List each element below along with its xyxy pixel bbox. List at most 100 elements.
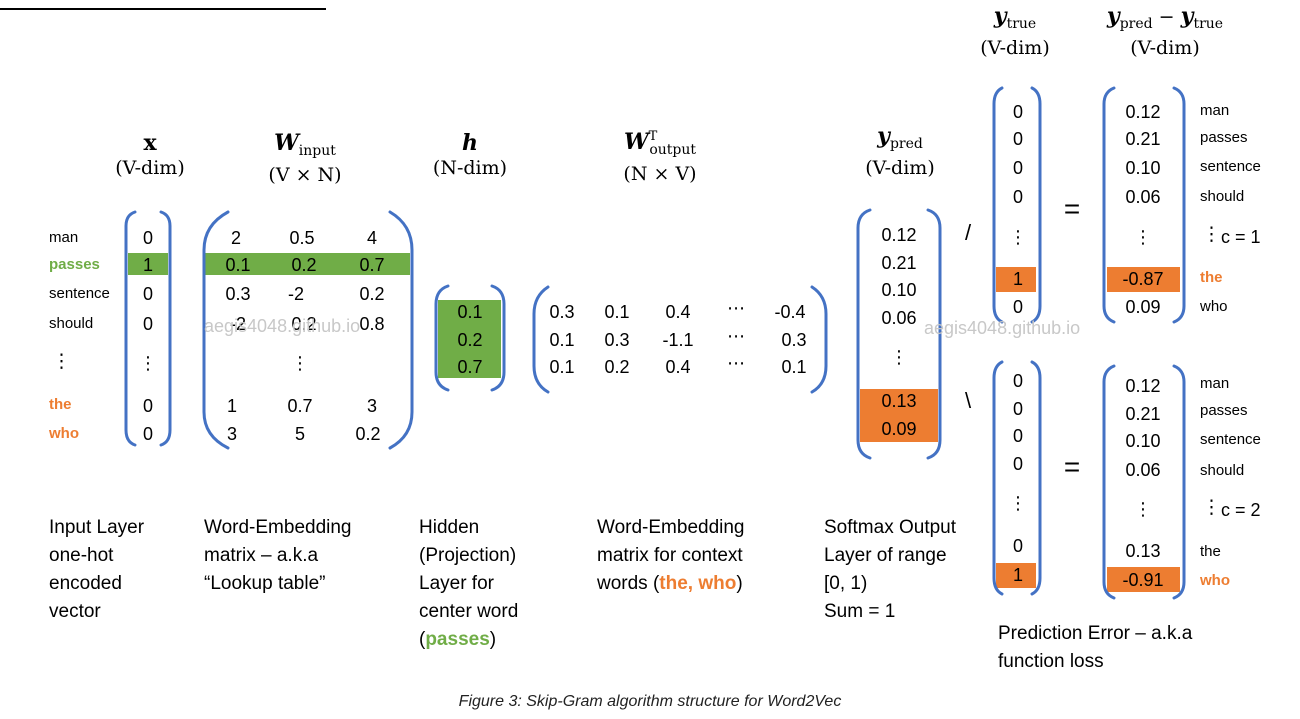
y-pred-value: 0.13 <box>881 391 917 411</box>
context-word: man <box>1200 102 1230 119</box>
w-output-cell: 0.1 <box>604 302 630 322</box>
y-pred-value: ⋮ <box>890 347 908 367</box>
header-x: x (V-dim) <box>115 130 185 179</box>
ytrue1-highlight <box>996 267 1036 292</box>
err1-bracket-right <box>1172 86 1186 324</box>
vocab-label: man <box>49 229 79 246</box>
w-input-cell: 5 <box>294 424 306 444</box>
x-bracket-left <box>124 210 137 447</box>
winput-bracket-left <box>202 210 230 450</box>
context-word: passes <box>1200 129 1248 146</box>
context-word: man <box>1200 375 1230 392</box>
w-input-cell: 0.2 <box>291 314 317 334</box>
w-input-cell: -2 <box>229 314 247 334</box>
w-input-cell: 3 <box>226 424 238 444</box>
context-word: ⋮ <box>1202 497 1221 518</box>
w-input-cell: 3 <box>366 396 378 416</box>
w-input-cell: 0.2 <box>355 424 381 444</box>
w-input-cell: 0.8 <box>359 314 385 334</box>
h-value: 0.1 <box>457 302 483 322</box>
watermark: aegis4048.github.io <box>204 316 361 336</box>
ytrue1-bracket-left <box>992 86 1004 324</box>
w-input-cell: 4 <box>366 228 378 248</box>
w-output-cell: 0.1 <box>549 330 575 350</box>
w-output-cell: 0.1 <box>549 357 575 377</box>
w-output-cell: -1.1 <box>662 330 694 350</box>
desc-embedding-matrix: Word-Embedding matrix – a.k.a “Lookup ta… <box>204 517 352 594</box>
w-output-cell: 0.1 <box>781 357 807 377</box>
y-pred-value: 0.12 <box>881 225 917 245</box>
x-value: 0 <box>142 228 154 248</box>
vocab-label: sentence <box>49 285 110 302</box>
vocab-label: ⋮ <box>52 351 71 372</box>
w-output-cell: -0.4 <box>774 302 806 322</box>
y-true-value: 0 <box>1012 297 1024 317</box>
desc-softmax: Softmax Output Layer of range [0, 1) Sum… <box>824 517 957 622</box>
equals-operator: = <box>1063 451 1081 482</box>
w-input-cell: 0.5 <box>289 228 315 248</box>
desc-hidden-layer: Hidden (Projection) Layer for center wor… <box>419 517 519 650</box>
ytrue2-highlight <box>996 563 1036 588</box>
winput-bracket-right <box>388 210 414 450</box>
w-output-cell: 0.3 <box>604 330 630 350</box>
w-output-cell: 0.3 <box>781 330 807 350</box>
vocab-label: the <box>49 396 72 413</box>
context-words: the, who <box>659 573 737 594</box>
y-true-value: 1 <box>1012 565 1024 585</box>
header-w-input: Winput (V × N) <box>268 130 342 186</box>
w-output-cell: ⋯ <box>727 353 745 373</box>
y-true-value: 1 <box>1012 269 1024 289</box>
err2-highlight <box>1107 567 1180 592</box>
w-output-cell: 0.3 <box>549 302 575 322</box>
y-true-value: ⋮ <box>1009 227 1027 247</box>
w-input-cell: 0.2 <box>359 284 385 304</box>
slash-operator: / <box>964 220 972 245</box>
center-word: passes <box>425 629 490 650</box>
error-value: 0.10 <box>1125 431 1161 451</box>
w-output-cell: 0.2 <box>604 357 630 377</box>
ytrue2-bracket-left <box>992 360 1004 596</box>
desc-input-layer: Input Layer one-hot encoded vector <box>49 517 145 622</box>
ytrue1-bracket-right <box>1030 86 1042 324</box>
watermark: aegis4048.github.io <box>924 318 1081 338</box>
backslash-operator: \ <box>964 388 972 413</box>
y-true-value: 0 <box>1012 426 1024 446</box>
y-true-value: ⋮ <box>1009 493 1027 513</box>
w-output-cell: 0.4 <box>665 357 691 377</box>
x-value: ⋮ <box>139 353 157 373</box>
y-pred-value: 0.06 <box>881 308 917 328</box>
x-value: 0 <box>142 396 154 416</box>
x-value: 0 <box>142 284 154 304</box>
context-word: sentence <box>1200 431 1261 448</box>
x-value: 0 <box>142 314 154 334</box>
error-value: 0.09 <box>1125 297 1161 317</box>
context-index-label: c = 1 <box>1221 227 1261 247</box>
error-value: 0.06 <box>1125 187 1161 207</box>
err2-bracket-right <box>1172 364 1186 600</box>
y-true-value: 0 <box>1012 187 1024 207</box>
top-rule <box>0 8 326 10</box>
w-input-highlight-row <box>205 253 410 275</box>
context-word: who <box>1200 298 1228 315</box>
ypred-highlight <box>860 389 938 442</box>
w-input-cell: -2 <box>287 284 305 304</box>
w-input-cell: 1 <box>226 396 238 416</box>
header-error: ypred − ytrue (V-dim) <box>1106 3 1224 59</box>
err2-bracket-left <box>1102 364 1116 600</box>
context-word: ⋮ <box>1202 224 1221 245</box>
error-value: ⋮ <box>1134 499 1152 519</box>
w-input-cell: 0.1 <box>225 255 251 275</box>
header-w-output: WToutput (N × V) <box>623 129 697 185</box>
vocab-label: who <box>49 425 79 442</box>
h-value: 0.7 <box>457 357 483 377</box>
y-pred-value: 0.10 <box>881 280 917 300</box>
header-y-true: ytrue (V-dim) <box>980 3 1050 59</box>
y-true-value: 0 <box>1012 158 1024 178</box>
desc-context-embedding: Word-Embedding matrix for context words … <box>597 517 745 594</box>
y-true-value: 0 <box>1012 129 1024 149</box>
error-value: 0.21 <box>1125 129 1161 149</box>
w-output-cell: ⋯ <box>727 298 745 318</box>
error-value: -0.87 <box>1122 269 1164 289</box>
w-input-cell: 0.2 <box>291 255 317 275</box>
y-true-value: 0 <box>1012 371 1024 391</box>
